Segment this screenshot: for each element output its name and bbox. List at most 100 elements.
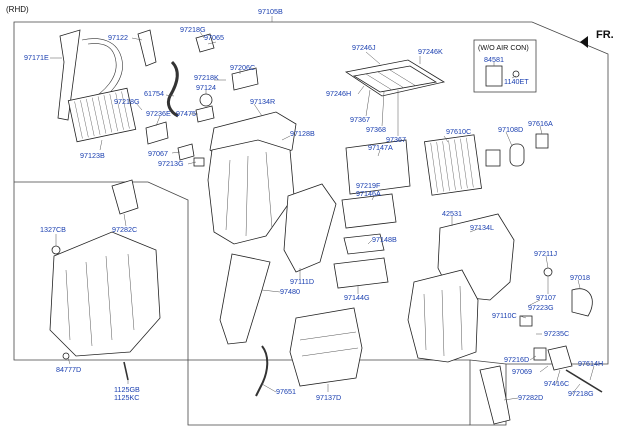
grommet-97108D-part: [509, 143, 525, 167]
door-97144G-part: [333, 257, 389, 289]
label-97111D: 97111D: [290, 277, 314, 286]
label-97367-b: 97367: [386, 135, 406, 144]
hvac-assembly-part: [49, 231, 161, 357]
label-97124: 97124: [196, 83, 216, 92]
case-lower-assembly-part: [207, 139, 295, 245]
hose-61754-part: [166, 60, 179, 118]
label-97148B: 97148B: [372, 235, 397, 244]
label-42531: 42531: [442, 209, 462, 218]
label-97206C: 97206C: [230, 63, 255, 72]
label-97211J: 97211J: [534, 249, 557, 258]
label-97616A: 97616A: [528, 119, 553, 128]
label-97235C: 97235C: [544, 329, 569, 338]
hose-97651-part: [255, 345, 269, 397]
label-97137D: 97137D: [316, 393, 341, 402]
label-97213G: 97213G: [158, 159, 184, 168]
label-1140ET: 1140ET: [504, 77, 529, 86]
label-97610C: 97610C: [446, 127, 471, 136]
label-97144G: 97144G: [344, 293, 370, 302]
front-arrow-icon: [580, 36, 588, 48]
label-97110C: 97110C: [492, 311, 517, 320]
evaporator-fins: [430, 137, 474, 193]
label-97368: 97368: [366, 125, 386, 134]
plug-84581-part: [485, 65, 503, 87]
label-97236E: 97236E: [146, 109, 171, 118]
filter-seal-set-part: [344, 59, 446, 97]
label-97282C: 97282C: [112, 225, 137, 234]
label-97122: 97122: [108, 33, 128, 42]
clip-97211J-part: [543, 267, 553, 277]
label-97107: 97107: [536, 293, 556, 302]
sensor-97216D-part: [533, 347, 547, 361]
label-97067: 97067: [148, 149, 168, 158]
label-97367-a: 97367: [350, 115, 370, 124]
label-97282D: 97282D: [518, 393, 543, 402]
inset-frame: [473, 39, 537, 93]
clip-84777D-part: [62, 352, 70, 360]
label-97246K: 97246K: [418, 47, 443, 56]
clip-97065-part: [195, 33, 215, 53]
duct-97146A-part: [283, 183, 337, 273]
bolt-1327CB-part: [51, 245, 61, 255]
case-ribs: [225, 151, 273, 237]
evaporator-97610C-part: [424, 134, 482, 196]
label-97651: 97651: [276, 387, 296, 396]
assembly-ribs: [65, 253, 135, 347]
label-97218K: 97218K: [194, 73, 219, 82]
inset-title: (W/O AIR CON): [478, 43, 529, 52]
sub-assembly-divider: [14, 181, 470, 426]
front-direction-label: FR.: [596, 29, 614, 41]
link-97475-part: [195, 105, 215, 123]
duct-97282C-part: [111, 179, 139, 215]
actuator-97124-part: [199, 93, 213, 107]
label-84777D: 84777D: [56, 365, 81, 374]
label-97219F: 97219F: [356, 181, 381, 190]
motor-97018-part: [571, 288, 593, 317]
label-97246H: 97246H: [326, 89, 351, 98]
label-97416C: 97416C: [544, 379, 569, 388]
main-assembly-frame: [13, 21, 609, 426]
seal-97067-part: [177, 143, 195, 161]
label-97065: 97065: [204, 33, 224, 42]
resistor-97416C-part: [547, 345, 573, 371]
label-97128B: 97128B: [290, 129, 315, 138]
label-97223G: 97223G: [528, 303, 554, 312]
door-97219F-part: [341, 193, 397, 229]
label-97475: 97475: [176, 109, 196, 118]
duct-97171E-part: [57, 29, 81, 121]
label-97246J: 97246J: [352, 43, 376, 52]
duct-97480-part: [219, 253, 271, 345]
clip-97213G-part: [193, 157, 205, 167]
flap-97147A-part: [345, 139, 411, 195]
label-97134R: 97134R: [250, 97, 275, 106]
label-97069: 97069: [512, 367, 532, 376]
corner-line: [469, 359, 507, 365]
label-97146A: 97146A: [356, 189, 381, 198]
tray-ribs: [299, 331, 359, 357]
screw-97614H-part: [565, 369, 603, 393]
label-97123B: 97123B: [80, 151, 105, 160]
tray-97137D-part: [289, 307, 363, 387]
label-97218G-c: 97218G: [568, 389, 594, 398]
label-97218G-a: 97218G: [180, 25, 206, 34]
label-1125GB: 1125GB: [114, 385, 140, 394]
label-97218G-b: 97218G: [114, 97, 140, 106]
label-97216D: 97216D: [504, 355, 529, 364]
variant-label: (RHD): [6, 5, 29, 14]
label-97614H: 97614H: [578, 359, 603, 368]
tube-97122-inner: [87, 43, 117, 101]
screw-1140ET-part: [512, 70, 520, 78]
heater-core-fins: [74, 91, 130, 139]
leader-lines: [50, 16, 595, 401]
part-97110C: [519, 315, 533, 327]
label-97147A: 97147A: [368, 143, 393, 152]
label-84581: 84581: [484, 55, 504, 64]
label-97171E: 97171E: [24, 53, 49, 62]
clip-97616A-part: [535, 133, 549, 149]
blower-ribs: [423, 285, 463, 357]
label-97018: 97018: [570, 273, 590, 282]
label-1125KC: 1125KC: [114, 393, 139, 402]
label-97480: 97480: [280, 287, 300, 296]
